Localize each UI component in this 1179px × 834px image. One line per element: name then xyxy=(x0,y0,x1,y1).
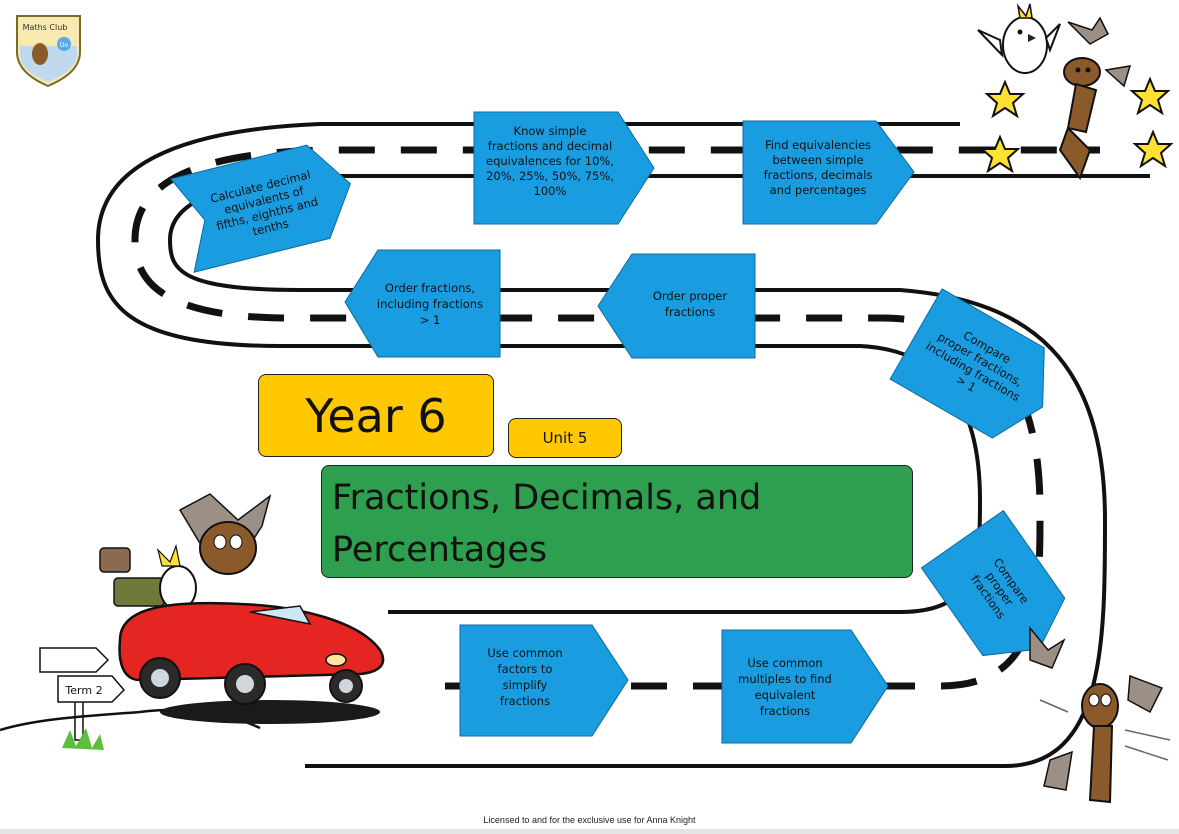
unit-label-box: Unit 5 xyxy=(508,418,622,458)
stars-group xyxy=(979,76,1174,174)
step-8-line-1: Use common xyxy=(487,646,562,660)
car-shadow xyxy=(160,700,380,724)
step-8-line-2: factors to xyxy=(498,662,553,676)
star-icon xyxy=(1132,129,1174,169)
step-sign-9: Use common multiples to find equivalent … xyxy=(721,629,889,744)
year-label-box: Year 6 xyxy=(258,374,494,457)
step-3-line-1: Find equivalencies xyxy=(765,138,871,152)
step-4-line-3: > 1 xyxy=(420,313,441,327)
logo-badge-text: Do xyxy=(60,42,69,49)
step-9-line-1: Use common xyxy=(747,656,822,670)
star-icon xyxy=(1129,76,1171,116)
license-footer: Licensed to and for the exclusive use fo… xyxy=(483,815,696,825)
topic-title-box: Fractions, Decimals, and Percentages xyxy=(321,465,913,578)
topic-title-line-2: Percentages xyxy=(332,530,548,570)
step-4-line-1: Order fractions, xyxy=(385,281,475,295)
step-3-line-2: between simple xyxy=(772,153,863,167)
step-4-line-2: including fractions xyxy=(377,297,483,311)
moose-windblown-icon xyxy=(1029,625,1171,804)
step-sign-6: Compare proper fractions, including frac… xyxy=(889,288,1045,439)
step-5-line-1: Order proper xyxy=(653,289,728,303)
step-5-line-2: fractions xyxy=(665,305,715,319)
moose-jumping-icon xyxy=(1058,16,1132,181)
step-3-line-4: and percentages xyxy=(770,183,867,197)
step-sign-7: Compare proper fractions xyxy=(920,509,1066,657)
topic-title-line-1: Fractions, Decimals, and xyxy=(332,478,762,518)
bottom-divider xyxy=(0,829,1179,834)
step-sign-8: Use common factors to simplify fractions xyxy=(459,624,629,737)
step-sign-1: Calculate decimal equivalents of fifths,… xyxy=(170,144,351,273)
step-sign-5: Order proper fractions xyxy=(597,253,756,359)
step-2-line-2: fractions and decimal xyxy=(488,139,612,153)
red-car-icon xyxy=(99,493,385,705)
step-2-line-3: equivalences for 10%, xyxy=(486,154,614,168)
step-2-line-5: 100% xyxy=(534,184,567,198)
step-8-line-3: simplify xyxy=(503,678,548,692)
star-icon xyxy=(979,134,1021,174)
step-9-line-4: fractions xyxy=(760,704,810,718)
logo-moose-icon xyxy=(32,43,48,65)
step-sign-3: Find equivalencies between simple fracti… xyxy=(742,120,915,225)
step-8-line-4: fractions xyxy=(500,694,550,708)
step-2-line-4: 20%, 25%, 50%, 75%, xyxy=(486,169,614,183)
step-3-line-3: fractions, decimals xyxy=(764,168,873,182)
term-signpost: Term 2 xyxy=(39,647,126,750)
maths-club-logo: Maths Club Do xyxy=(16,15,81,88)
year-label: Year 6 xyxy=(305,388,447,443)
unit-label: Unit 5 xyxy=(542,429,588,447)
star-icon xyxy=(984,79,1026,119)
road-outer-edge xyxy=(167,174,1150,768)
cockatoo-icon xyxy=(977,3,1061,74)
signpost-label: Term 2 xyxy=(64,684,102,697)
logo-text: Maths Club xyxy=(23,23,68,32)
step-sign-4: Order fractions, including fractions > 1 xyxy=(344,249,501,358)
step-9-line-2: multiples to find xyxy=(738,672,832,686)
step-sign-2: Know simple fractions and decimal equiva… xyxy=(473,111,655,225)
step-2-line-1: Know simple xyxy=(514,124,587,138)
step-9-line-3: equivalent xyxy=(755,688,816,702)
